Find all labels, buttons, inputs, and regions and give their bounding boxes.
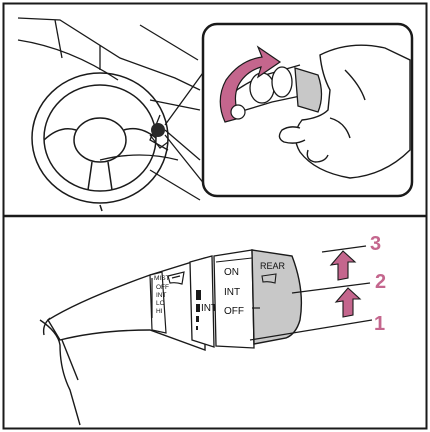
band-mark-hi: HI bbox=[156, 308, 163, 315]
knob-label-rear: REAR bbox=[260, 261, 286, 271]
band-mark-lo: LO bbox=[156, 300, 165, 307]
position-number-1: 1 bbox=[374, 313, 385, 335]
band-mark-int: INT bbox=[156, 292, 167, 299]
rear-wiper-knob: REAR bbox=[252, 250, 301, 344]
position-number-3: 3 bbox=[370, 233, 381, 255]
ring-label-int: INT bbox=[224, 287, 240, 298]
ring-label-on: ON bbox=[224, 267, 239, 278]
lever-location-marker bbox=[151, 123, 165, 137]
position-number-2: 2 bbox=[375, 271, 386, 293]
band-mark-off: OFF bbox=[156, 284, 169, 291]
rear-wiper-ring: ON INT OFF bbox=[214, 250, 254, 348]
band-mark-mist: MIST bbox=[154, 275, 170, 282]
ring-label-off: OFF bbox=[224, 306, 244, 317]
